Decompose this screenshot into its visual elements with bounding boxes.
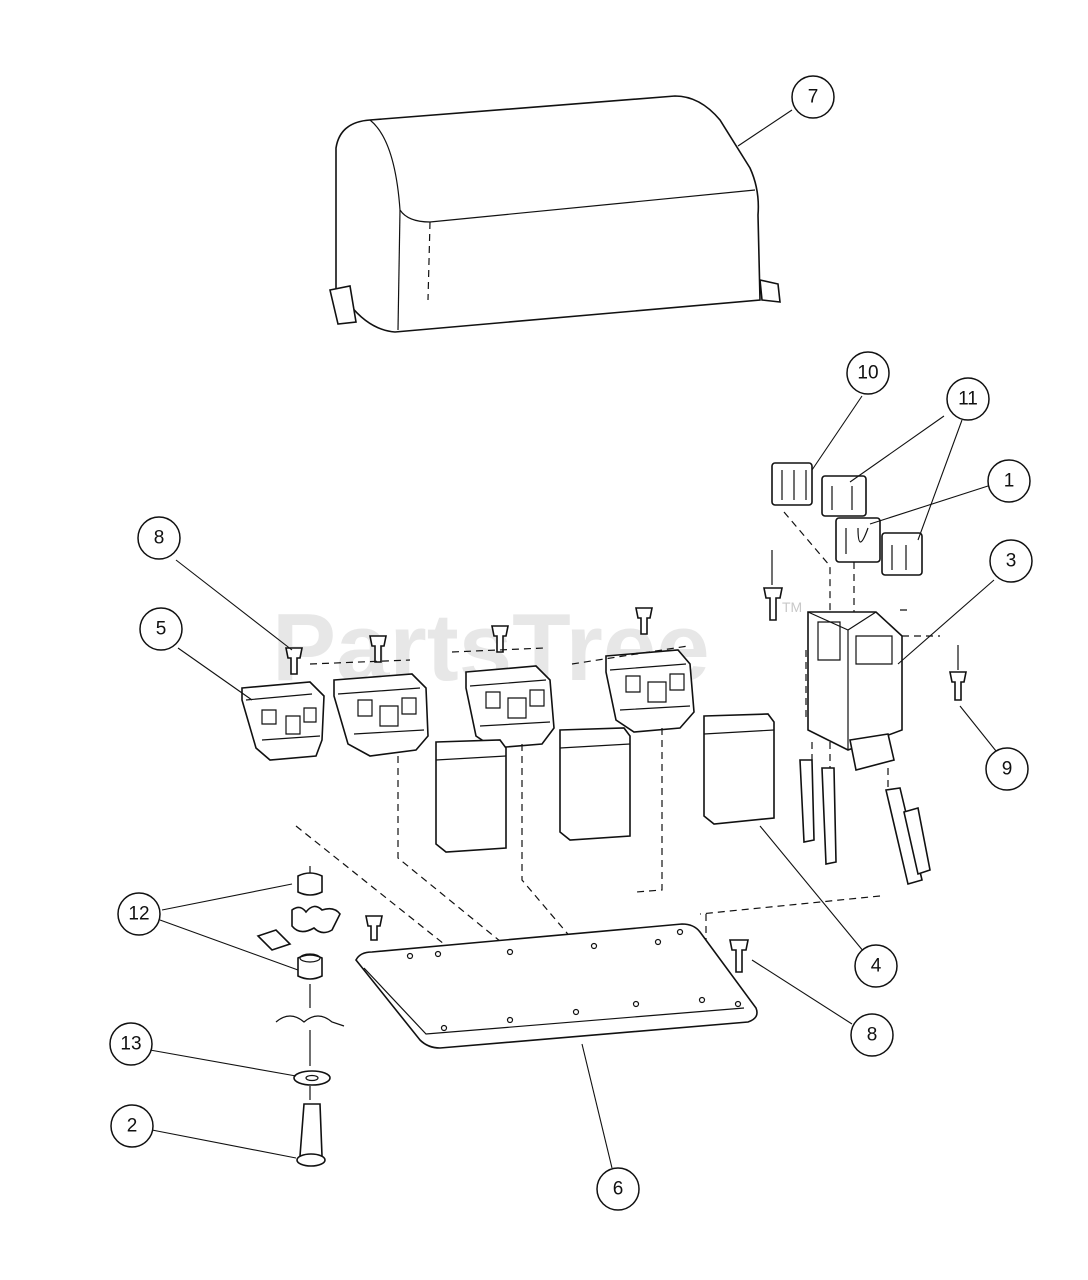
callout-6: 6 xyxy=(596,1167,640,1211)
callout-3: 3 xyxy=(989,539,1033,583)
callout-9-label: 9 xyxy=(1002,759,1013,780)
relay-socket-1 xyxy=(241,681,325,761)
callout-5: 5 xyxy=(139,607,183,651)
base-plate-part xyxy=(355,923,758,1049)
terminals xyxy=(799,742,931,885)
fuse-11-lower xyxy=(881,532,923,576)
callout-5-label: 5 xyxy=(156,619,167,640)
relay-1 xyxy=(435,739,507,853)
relay-socket-4 xyxy=(605,649,695,733)
relay-2 xyxy=(559,727,631,841)
callout-1: 1 xyxy=(987,459,1031,503)
callout-9: 9 xyxy=(985,747,1029,791)
callout-11: 11 xyxy=(946,377,990,421)
callout-12-label: 12 xyxy=(128,904,149,925)
callout-2-label: 2 xyxy=(127,1116,138,1137)
callout-10-label: 10 xyxy=(857,363,878,384)
callout-10: 10 xyxy=(846,351,890,395)
callout-7: 7 xyxy=(791,75,835,119)
callout-12: 12 xyxy=(117,892,161,936)
fuse-10 xyxy=(771,462,813,506)
relay-socket-2 xyxy=(333,673,429,757)
pins-8 xyxy=(285,607,749,973)
pin-9-left xyxy=(763,550,783,621)
callout-3-label: 3 xyxy=(1006,551,1017,572)
callout-11-label: 11 xyxy=(958,389,978,410)
relay-3 xyxy=(703,713,775,825)
leader-lines xyxy=(149,109,1001,1169)
fuse-holder-part xyxy=(807,609,940,771)
callout-2: 2 xyxy=(110,1104,154,1148)
callout-13: 13 xyxy=(109,1022,153,1066)
callout-8-upper: 8 xyxy=(137,516,181,560)
hardware-stack xyxy=(256,866,345,1167)
relay-socket-3 xyxy=(465,665,555,749)
fuse-11-upper xyxy=(821,475,867,517)
callout-1-label: 1 xyxy=(1004,471,1015,492)
callout-8-upper-label: 8 xyxy=(154,528,165,549)
pin-9-right xyxy=(949,645,967,701)
callout-4-label: 4 xyxy=(871,956,882,977)
callout-4: 4 xyxy=(854,944,898,988)
fuse-1 xyxy=(835,517,881,563)
callout-13-label: 13 xyxy=(120,1034,141,1055)
callout-7-label: 7 xyxy=(808,87,819,108)
cover-part xyxy=(329,95,781,333)
watermark-trademark: TM xyxy=(782,599,802,615)
callout-8-lower: 8 xyxy=(850,1013,894,1057)
callout-6-label: 6 xyxy=(613,1179,624,1200)
callout-8-lower-label: 8 xyxy=(867,1025,878,1046)
